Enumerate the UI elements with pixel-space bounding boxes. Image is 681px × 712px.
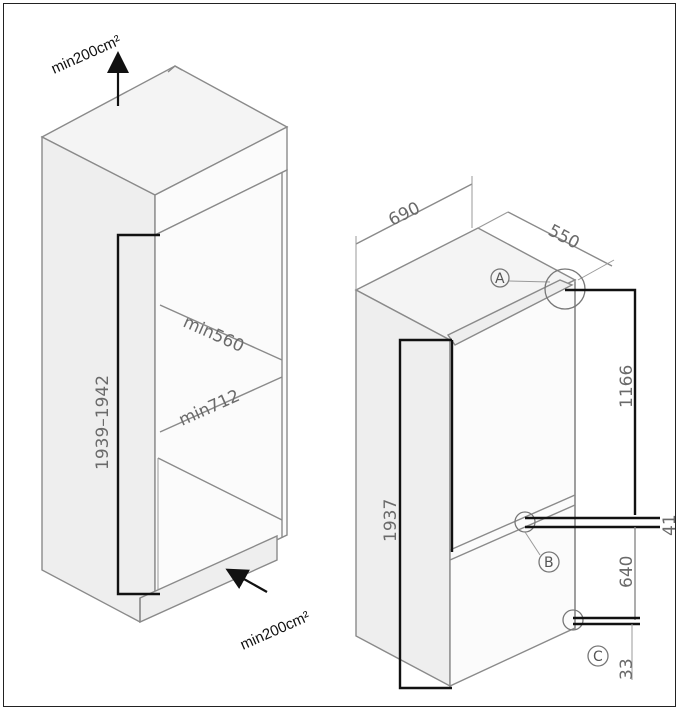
cabinet-top-lip	[167, 65, 183, 73]
cabinet-inner-wall	[154, 168, 288, 600]
lower-height-label: 640	[617, 556, 637, 588]
marker-c-label: C	[593, 649, 603, 665]
top-vent-label: min200cm²	[49, 32, 124, 78]
base-height-label: 33	[617, 658, 637, 680]
cabinet-height-bracket	[116, 233, 160, 596]
depth-label: 550	[545, 221, 583, 254]
marker-a-circle	[490, 268, 510, 288]
appliance-front-face	[449, 278, 576, 688]
hinge-detail-circle-bottom	[562, 609, 584, 631]
appliance-height-label: 1937	[381, 499, 401, 542]
cabinet-inner-base	[157, 457, 283, 521]
diagram-frame	[3, 3, 676, 707]
depth-dimension-line	[507, 211, 613, 267]
marker-b-label: B	[544, 555, 554, 571]
upper-height-bracket	[565, 288, 637, 515]
marker-a-label: A	[495, 271, 505, 287]
marker-b-circle	[538, 551, 560, 573]
bottom-vent-label: min200cm²	[238, 608, 313, 654]
min-width-dimension-line	[159, 304, 283, 361]
width-dimension-line	[355, 183, 473, 245]
appliance-drawing	[354, 176, 660, 690]
cabinet-drawing	[40, 51, 289, 624]
gap-label: 41	[660, 514, 680, 536]
min-depth-dimension-line	[159, 376, 283, 433]
appliance-height-bracket	[398, 338, 452, 690]
cabinet-height-label: 1939–1942	[93, 375, 113, 470]
door-split-line	[449, 494, 576, 551]
upper-height-label: 1166	[617, 365, 637, 408]
marker-c-circle	[587, 645, 609, 667]
width-label: 690	[385, 198, 423, 230]
bottom-vent-arrow	[225, 568, 268, 593]
appliance-side-face	[355, 288, 451, 688]
